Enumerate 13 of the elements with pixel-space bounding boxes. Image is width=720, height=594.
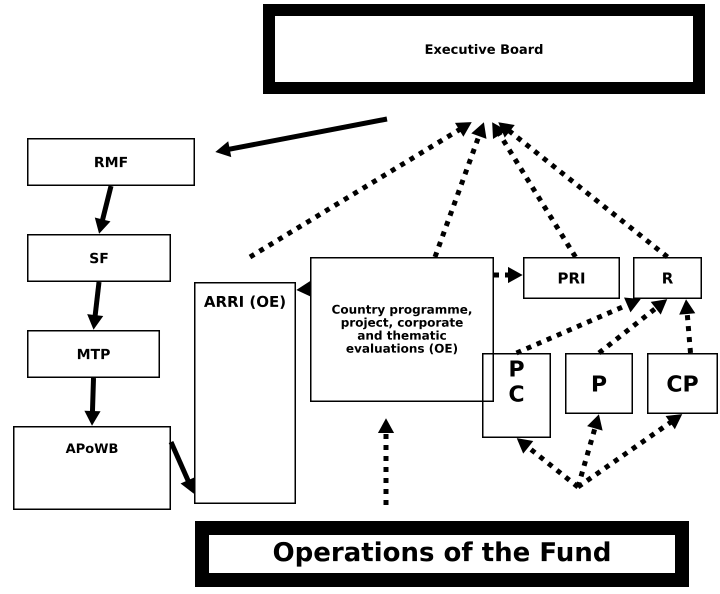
- process-box: P C: [482, 353, 551, 438]
- process-box: R: [633, 257, 702, 299]
- process-box: CP: [647, 353, 718, 414]
- process-box: Country programme, project, corporate and thematic evaluations (OE): [310, 257, 494, 402]
- process-box: MTP: [27, 330, 160, 378]
- process-box: P: [565, 353, 633, 414]
- title-box: Executive Board: [263, 4, 705, 94]
- process-box: APoWB: [13, 426, 171, 510]
- process-box: ARRI (OE): [194, 282, 296, 504]
- process-box: PRI: [523, 257, 620, 299]
- process-box: SF: [27, 234, 171, 282]
- title-box: Operations of the Fund: [195, 521, 689, 587]
- process-box: RMF: [27, 138, 195, 186]
